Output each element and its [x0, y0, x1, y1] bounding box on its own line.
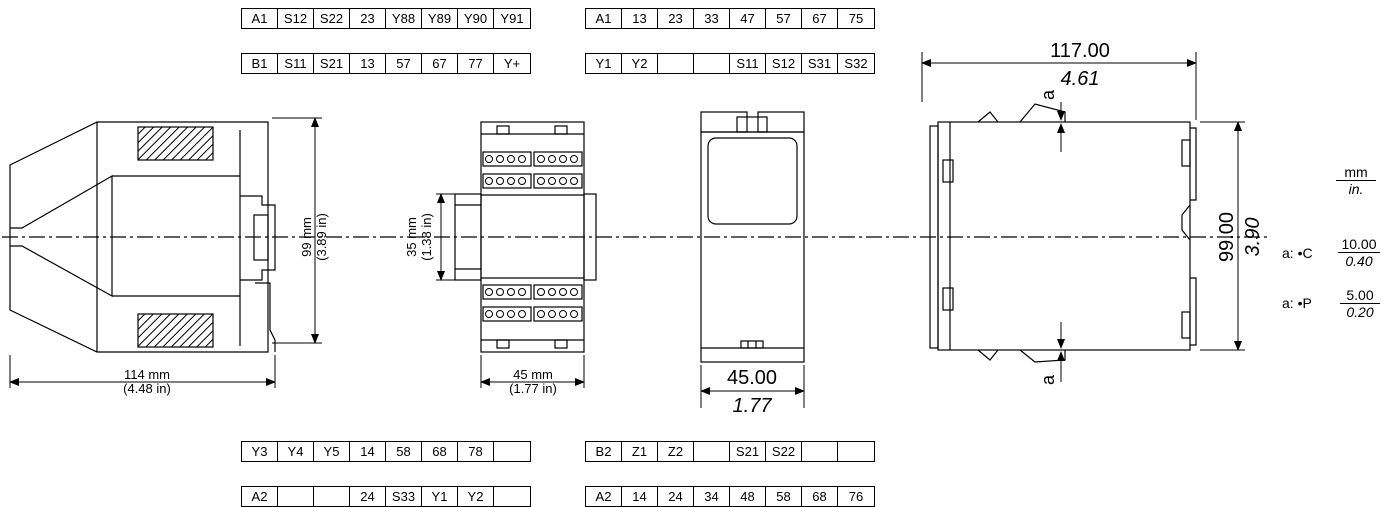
terminal-cell: S22 — [766, 442, 802, 461]
terminal-cell: A1 — [242, 9, 278, 28]
front-rail-label: 35 mm (1.38 in) — [404, 213, 434, 261]
front-view — [454, 121, 597, 353]
terminal-cell: A2 — [242, 487, 278, 506]
terminal-cell: 75 — [848, 11, 864, 26]
terminal-cell — [694, 442, 730, 461]
terminal-cell: B1 — [242, 54, 278, 73]
terminal-cell: A1 — [586, 9, 622, 28]
view4-height-in: 3.90 — [1242, 217, 1264, 257]
terminal-cell: B2 — [586, 442, 622, 461]
terminal-cell: 47 — [730, 9, 766, 28]
terminal-cell: Y2 — [458, 487, 494, 506]
terminal-cell: 24 — [658, 487, 694, 506]
side-depth-label: 114 mm (4.48 in) — [123, 367, 171, 396]
terminal-cell: S31 — [802, 54, 838, 73]
terminal-cell: S21 — [314, 54, 350, 73]
legend-p-label: a: •P — [1282, 295, 1312, 311]
terminal-cell: 24 — [350, 487, 386, 506]
terminal-cell: 13 — [622, 9, 658, 28]
legend-units: mm in. — [1336, 164, 1376, 197]
terminal-cell: S32 — [844, 56, 868, 71]
terminal-cell: 68 — [802, 487, 838, 506]
terminal-cell — [278, 487, 314, 506]
legend-p-value: 5.00 0.20 — [1340, 287, 1380, 320]
terminal-cell: 76 — [848, 489, 864, 504]
terminal-cell: S12 — [766, 54, 802, 73]
terminal-cell: 14 — [350, 442, 386, 461]
terminal-cell: 58 — [766, 487, 802, 506]
terminal-cell — [658, 54, 694, 73]
terminal-cell: 13 — [350, 54, 386, 73]
terminal-cell: Y5 — [314, 442, 350, 461]
view4-depth-in: 4.61 — [1060, 68, 1100, 90]
clearance-top-letter: a — [1038, 90, 1058, 101]
terminal-cell: 34 — [694, 487, 730, 506]
terminal-cell: Y1 — [422, 487, 458, 506]
terminal-cell — [802, 442, 838, 461]
terminal-cell: Y+ — [503, 56, 521, 71]
terminal-cell: 67 — [422, 54, 458, 73]
terminal-cell: 23 — [658, 9, 694, 28]
view3 — [700, 111, 805, 363]
terminal-cell — [314, 487, 350, 506]
terminal-cell: Y4 — [278, 442, 314, 461]
terminal-cell: Y2 — [622, 54, 658, 73]
terminal-cell: 68 — [422, 442, 458, 461]
terminal-cell: S22 — [314, 9, 350, 28]
terminal-cell — [694, 54, 730, 73]
front-terminal-screws — [485, 155, 578, 318]
terminal-cell: 48 — [730, 487, 766, 506]
terminal-cell: Z1 — [622, 442, 658, 461]
terminal-cell: 14 — [622, 487, 658, 506]
side-height-label: 99 mm (3.89 in) — [299, 213, 329, 261]
view4-depth-mm: 117.00 — [1050, 40, 1110, 62]
terminal-cell: S12 — [278, 9, 314, 28]
terminal-cell: Y3 — [242, 442, 278, 461]
terminal-cell: 57 — [766, 9, 802, 28]
terminal-cell: A2 — [586, 487, 622, 506]
terminal-cell: S21 — [730, 442, 766, 461]
clearance-bottom-letter: a — [1038, 375, 1058, 386]
view4-height-mm: 99.00 — [1216, 211, 1238, 263]
legend-c-label: a: •C — [1282, 245, 1313, 261]
legend-c-value: 10.00 0.40 — [1338, 236, 1380, 269]
terminal-cell: Y91 — [500, 11, 524, 26]
terminal-cell: 67 — [802, 9, 838, 28]
front-width-label: 45 mm (1.77 in) — [509, 367, 557, 396]
side-view — [9, 121, 276, 353]
terminal-cell: S11 — [730, 54, 766, 73]
view3-width-mm: 45.00 — [726, 367, 778, 389]
terminal-cell: Y1 — [586, 54, 622, 73]
terminal-cell: S11 — [278, 54, 314, 73]
terminal-cell: Y90 — [458, 9, 494, 28]
terminal-cell: 78 — [458, 442, 494, 461]
terminal-cell: 23 — [350, 9, 386, 28]
terminal-cell: 33 — [694, 9, 730, 28]
view3-width-in: 1.77 — [732, 395, 772, 417]
terminal-cell: 58 — [386, 442, 422, 461]
view4 — [929, 103, 1197, 363]
terminal-cell: Y88 — [386, 9, 422, 28]
terminal-cell: 77 — [458, 54, 494, 73]
terminal-cell: 57 — [386, 54, 422, 73]
terminal-cell: Y89 — [422, 9, 458, 28]
terminal-cell: Z2 — [658, 442, 694, 461]
terminal-cell: S33 — [386, 487, 422, 506]
